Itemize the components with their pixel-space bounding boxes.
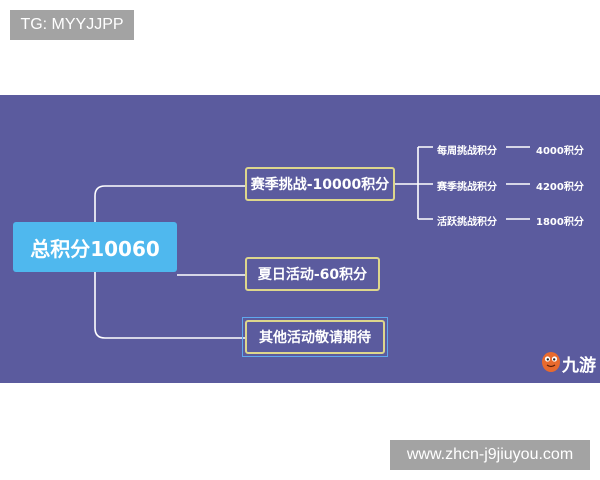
logo-text: 九游 xyxy=(562,356,596,376)
connector-leaf-values xyxy=(506,146,530,220)
leaf-active-value: 1800积分 xyxy=(536,217,584,228)
mindmap-panel: 总积分10060 赛季挑战-10000积分 夏日活动-60积分 其他活动敬请期待… xyxy=(0,95,600,383)
branch-summer-event: 夏日活动-60积分 xyxy=(245,257,380,291)
connector-b1-leaves xyxy=(395,146,433,220)
selection-outline xyxy=(242,317,388,357)
leaf-season-challenge: 赛季挑战积分 xyxy=(437,182,497,193)
mascot-icon xyxy=(542,352,560,372)
leaf-weekly-challenge: 每周挑战积分 xyxy=(437,146,497,157)
connector-root-lower xyxy=(94,272,245,339)
leaf-active-challenge: 活跃挑战积分 xyxy=(437,217,497,228)
root-node-total-points: 总积分10060 xyxy=(13,222,177,272)
connector-root-trunk xyxy=(94,185,245,222)
branch-other-events[interactable]: 其他活动敬请期待 xyxy=(245,320,385,354)
connector-lines xyxy=(94,146,530,339)
branch-season-challenge: 赛季挑战-10000积分 xyxy=(245,167,395,201)
leaf-weekly-value: 4000积分 xyxy=(536,146,584,157)
jiuyou-logo: 九游 xyxy=(540,349,600,376)
site-watermark: www.zhcn-j9jiuyou.com xyxy=(390,440,590,470)
leaf-season-value: 4200积分 xyxy=(536,182,584,193)
tg-watermark: TG: MYYJJPP xyxy=(10,10,134,40)
